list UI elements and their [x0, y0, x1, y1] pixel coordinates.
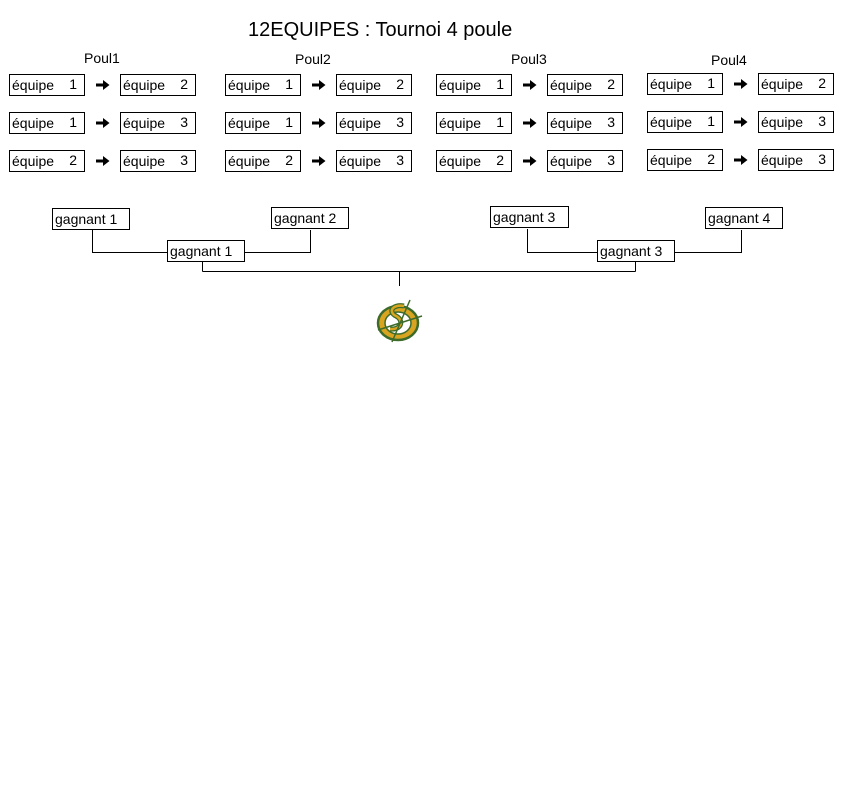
team-box: équipe 2 [647, 149, 723, 171]
team-box: équipe 2 [120, 74, 196, 96]
club-logo [376, 299, 423, 343]
team-number: 2 [69, 152, 77, 168]
right-arrow-icon [96, 156, 110, 166]
team-box: équipe 3 [758, 149, 834, 171]
team-name: équipe [650, 114, 693, 130]
team-number: 2 [180, 76, 188, 92]
right-arrow-icon [523, 80, 537, 90]
team-name: équipe [228, 153, 271, 169]
team-number: 3 [396, 152, 404, 168]
team-box: équipe 3 [336, 112, 412, 134]
team-name: équipe [228, 115, 271, 131]
team-number: 2 [707, 151, 715, 167]
team-number: 2 [607, 76, 615, 92]
right-arrow-icon [734, 155, 748, 165]
team-box: équipe 1 [9, 74, 85, 96]
team-name: équipe [12, 77, 55, 93]
winner-box-pool-1: gagnant 1 [52, 208, 130, 230]
team-box: équipe 3 [758, 111, 834, 133]
team-number: 2 [818, 75, 826, 91]
team-box: équipe 2 [547, 74, 623, 96]
team-box: équipe 2 [9, 150, 85, 172]
right-arrow-icon [312, 156, 326, 166]
team-number: 2 [496, 152, 504, 168]
team-number: 1 [496, 114, 504, 130]
team-name: équipe [439, 115, 482, 131]
team-name: équipe [123, 77, 166, 93]
team-number: 3 [607, 152, 615, 168]
right-arrow-icon [312, 80, 326, 90]
winner-box-pool-2: gagnant 2 [271, 207, 349, 229]
right-arrow-icon [96, 118, 110, 128]
team-number: 2 [396, 76, 404, 92]
team-box: équipe 1 [9, 112, 85, 134]
team-number: 1 [707, 75, 715, 91]
team-number: 3 [607, 114, 615, 130]
right-arrow-icon [523, 118, 537, 128]
team-name: équipe [123, 115, 166, 131]
team-box: équipe 3 [336, 150, 412, 172]
right-arrow-icon [734, 79, 748, 89]
team-name: équipe [439, 77, 482, 93]
team-number: 3 [818, 113, 826, 129]
team-number: 1 [285, 76, 293, 92]
pool-label-1: Poul1 [84, 50, 120, 66]
page-title: 12EQUIPES : Tournoi 4 poule [248, 19, 513, 41]
right-arrow-icon [734, 117, 748, 127]
team-name: équipe [761, 152, 804, 168]
team-name: équipe [339, 77, 382, 93]
right-arrow-icon [96, 80, 110, 90]
team-box: équipe 2 [758, 73, 834, 95]
right-arrow-icon [312, 118, 326, 128]
team-number: 1 [285, 114, 293, 130]
team-box: équipe 2 [436, 150, 512, 172]
team-box: équipe 1 [436, 112, 512, 134]
team-name: équipe [650, 152, 693, 168]
team-box: équipe 1 [647, 73, 723, 95]
team-box: équipe 1 [436, 74, 512, 96]
pool-label-3: Poul3 [511, 51, 547, 67]
team-name: équipe [761, 114, 804, 130]
winner-box-pool-3: gagnant 3 [490, 206, 569, 228]
team-number: 1 [707, 113, 715, 129]
team-name: équipe [550, 77, 593, 93]
team-name: équipe [650, 76, 693, 92]
team-number: 3 [818, 151, 826, 167]
team-box: équipe 3 [120, 112, 196, 134]
team-number: 3 [396, 114, 404, 130]
team-name: équipe [339, 115, 382, 131]
team-box: équipe 2 [225, 150, 301, 172]
team-name: équipe [339, 153, 382, 169]
team-box: équipe 3 [547, 112, 623, 134]
team-box: équipe 1 [647, 111, 723, 133]
team-number: 1 [69, 114, 77, 130]
team-name: équipe [550, 153, 593, 169]
team-box: équipe 1 [225, 112, 301, 134]
team-number: 1 [496, 76, 504, 92]
team-box: équipe 2 [336, 74, 412, 96]
team-name: équipe [439, 153, 482, 169]
semi-final-box-right: gagnant 3 [597, 240, 675, 262]
team-box: équipe 1 [225, 74, 301, 96]
team-number: 2 [285, 152, 293, 168]
team-number: 3 [180, 152, 188, 168]
pool-label-4: Poul4 [711, 52, 747, 68]
team-number: 3 [180, 114, 188, 130]
team-name: équipe [12, 153, 55, 169]
team-number: 1 [69, 76, 77, 92]
team-name: équipe [12, 115, 55, 131]
team-box: équipe 3 [120, 150, 196, 172]
team-name: équipe [123, 153, 166, 169]
right-arrow-icon [523, 156, 537, 166]
team-name: équipe [550, 115, 593, 131]
winner-box-pool-4: gagnant 4 [705, 207, 783, 229]
pool-label-2: Poul2 [295, 51, 331, 67]
semi-final-box-left: gagnant 1 [167, 240, 245, 262]
team-box: équipe 3 [547, 150, 623, 172]
team-name: équipe [228, 77, 271, 93]
team-name: équipe [761, 76, 804, 92]
